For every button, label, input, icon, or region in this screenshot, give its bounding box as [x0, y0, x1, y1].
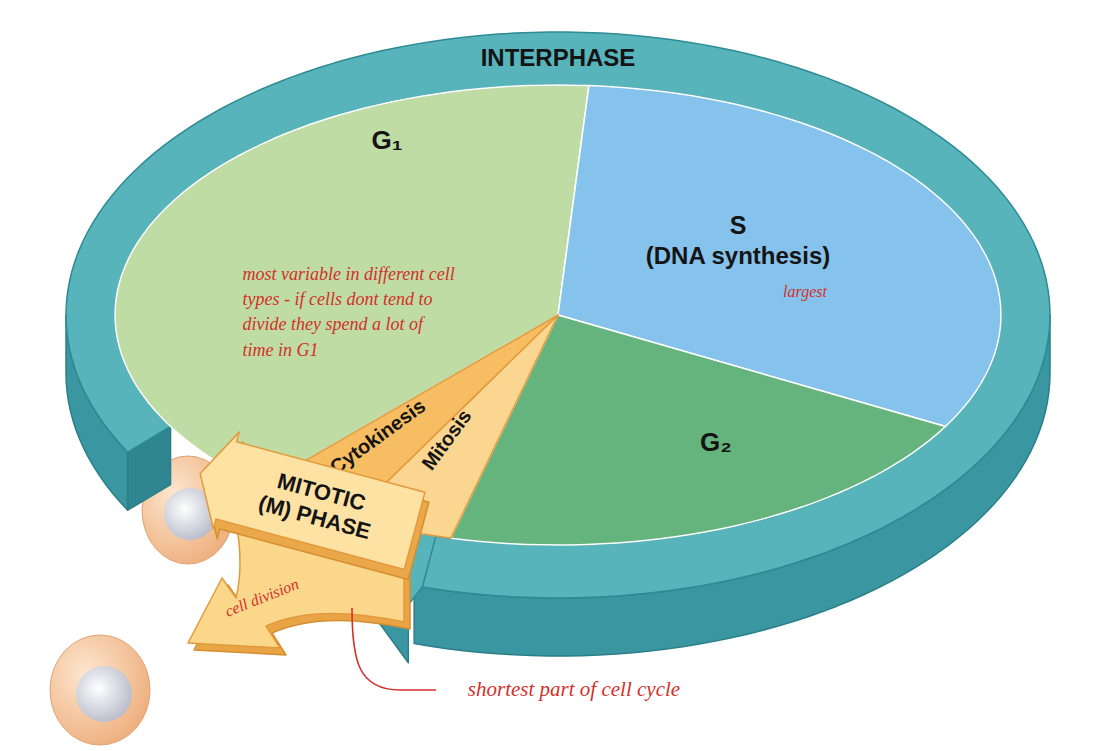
phase-label: (DNA synthesis) [618, 242, 858, 270]
handwritten-note: shortest part of cell cycle [414, 675, 734, 704]
cell-nucleus [76, 666, 132, 722]
leader-line [352, 608, 436, 690]
phase-label: S [708, 211, 768, 241]
handwritten-note: cell division [202, 565, 322, 631]
node-outline [435, 295, 1015, 555]
phase-label: G₁ [352, 125, 422, 156]
phase-sector: G₂ [435, 295, 1015, 555]
phase-arrow: MITOTIC (M) PHASE [175, 435, 475, 660]
phase-label: INTERPHASE [428, 44, 688, 72]
handwritten-note: largest [755, 281, 855, 303]
handwritten-note: most variable in different cell types - … [243, 262, 458, 363]
node-outline [175, 435, 475, 660]
phase-label: G₂ [681, 427, 751, 458]
m-phase-block [187, 425, 427, 579]
daughter-cell [50, 635, 150, 745]
interphase-ring [66, 32, 1050, 598]
